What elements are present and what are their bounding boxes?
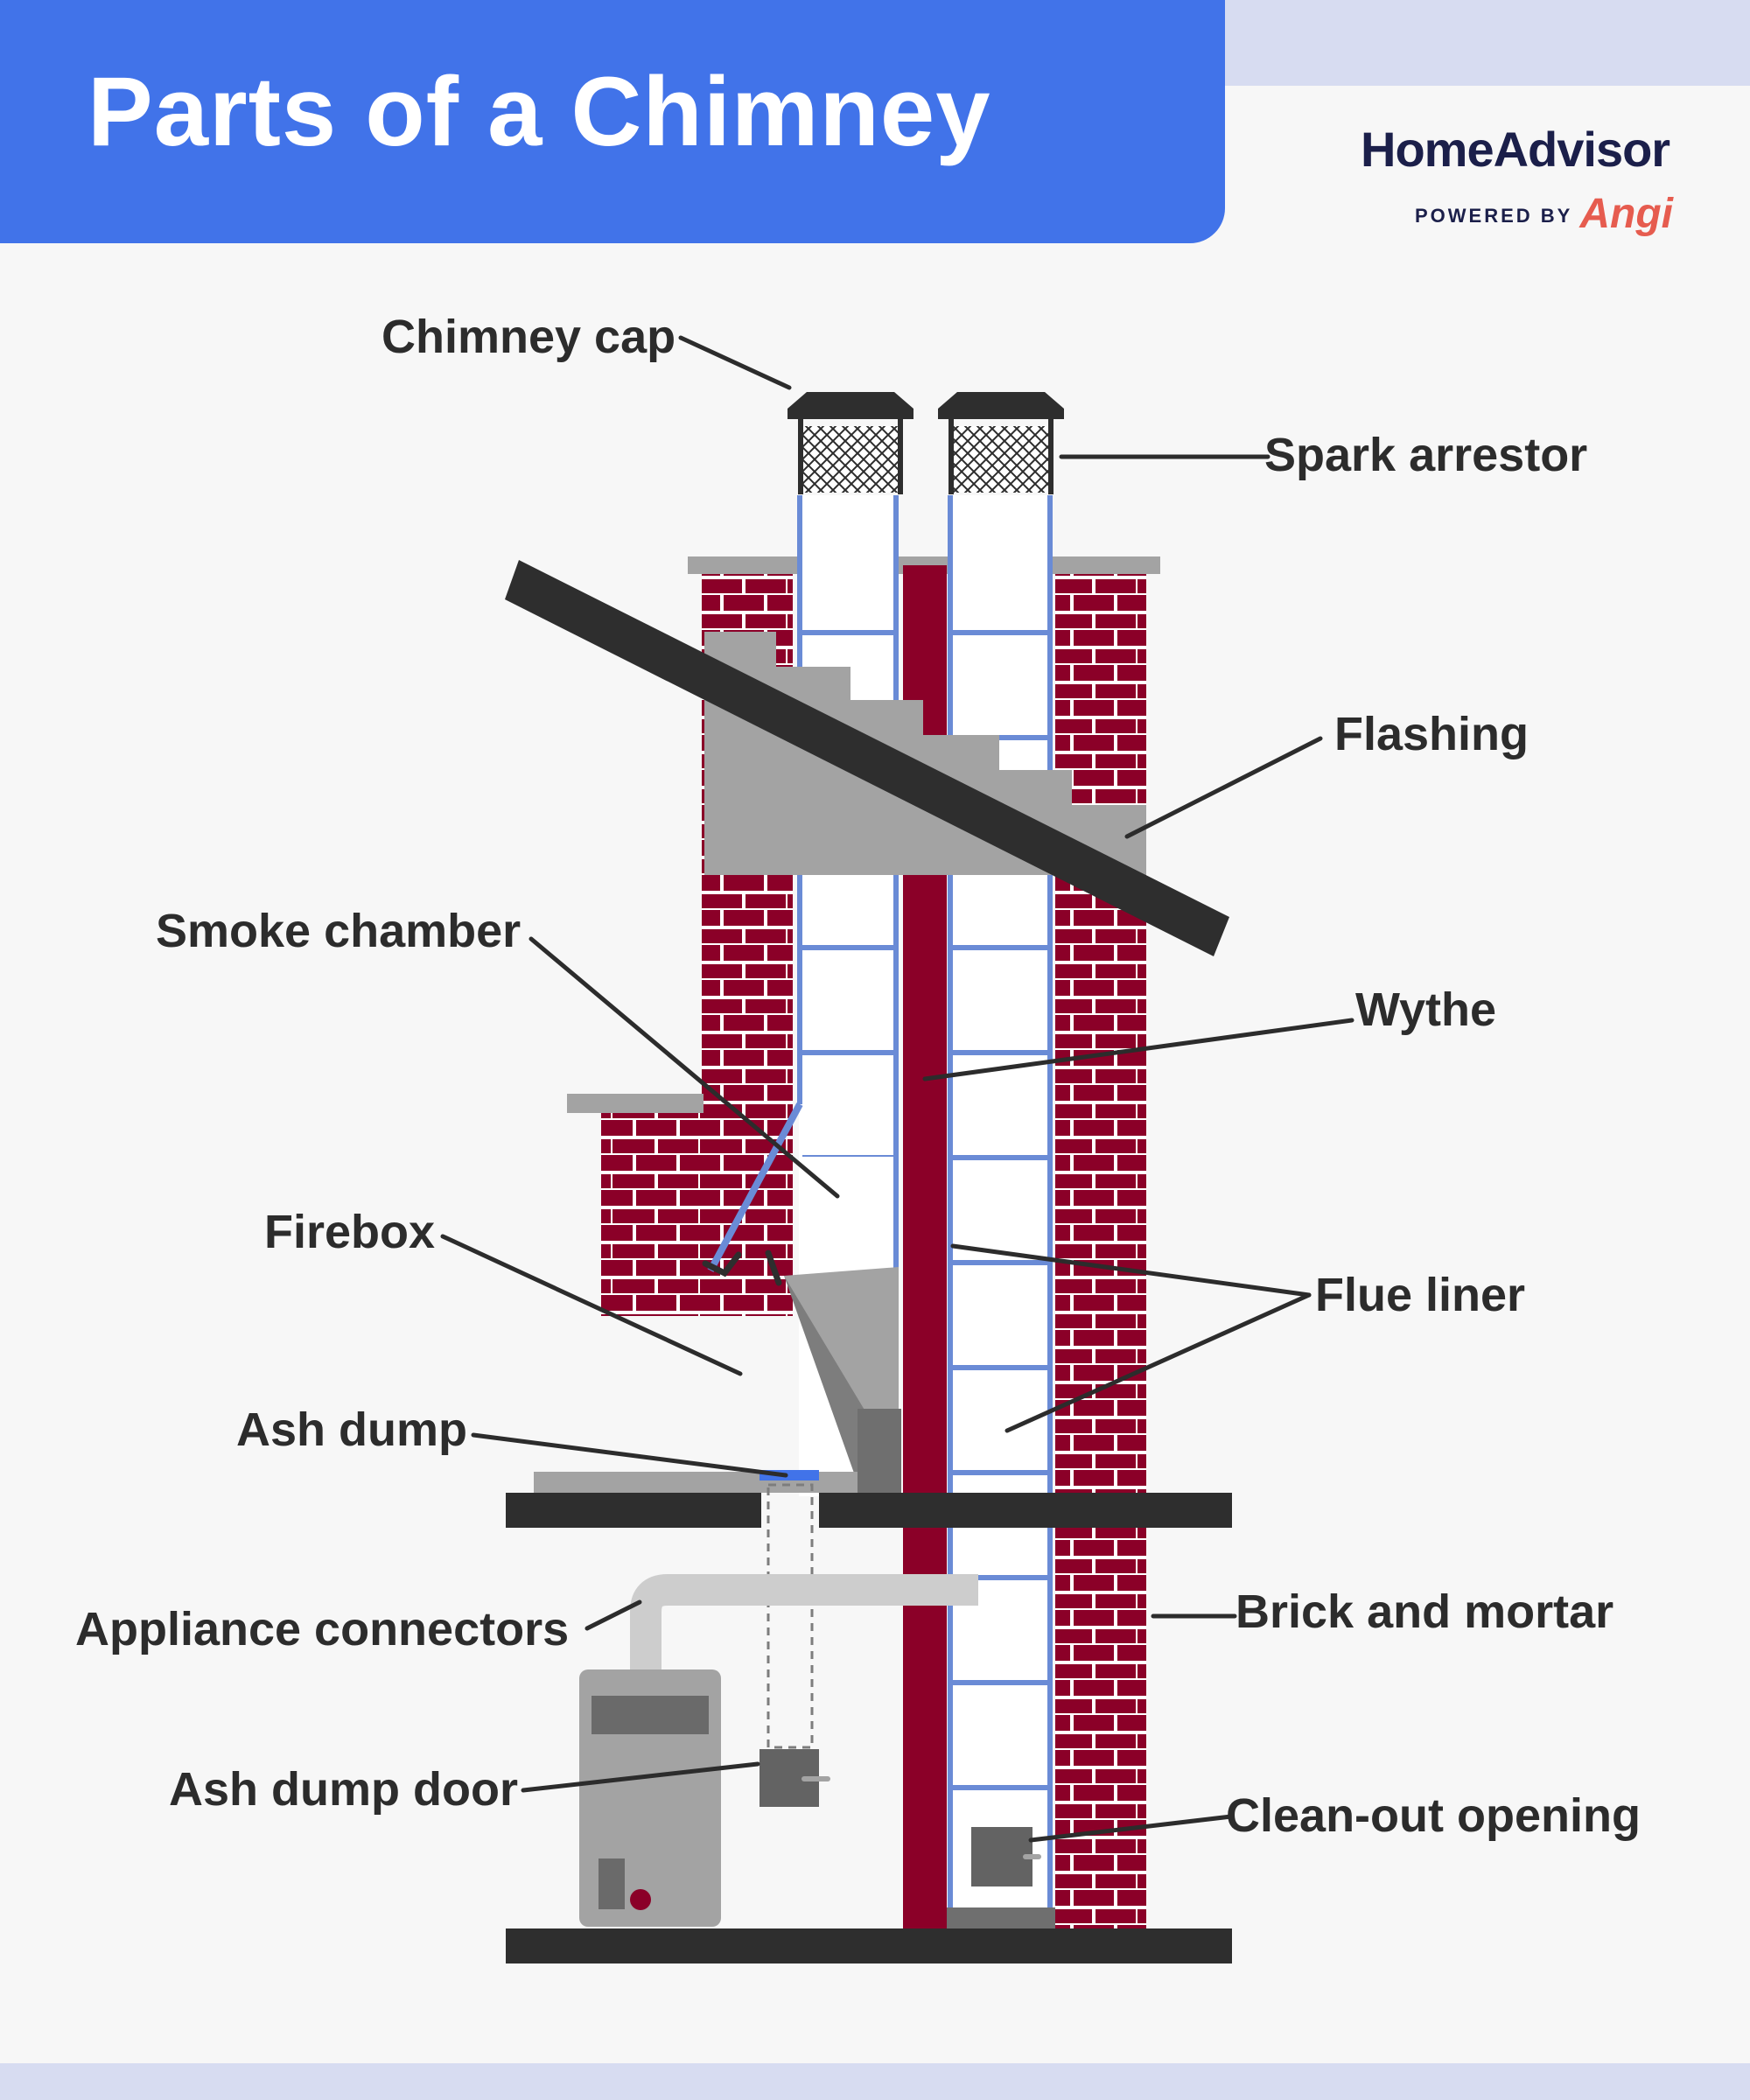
basement-floor <box>506 1928 1232 1964</box>
flue-liner-leader-upper <box>950 1243 1312 1298</box>
smoke-shelf-ledge <box>567 1094 704 1113</box>
chimney-cap-leader <box>678 335 792 390</box>
label-appliance-connectors: Appliance connectors <box>75 1603 569 1656</box>
ash-drop-shaft <box>766 1483 814 1749</box>
appliance-connectors-leader <box>584 1600 642 1631</box>
flue-liner-leader-lower <box>1004 1292 1312 1433</box>
brand-powered-by: POWERED BY <box>1415 205 1573 227</box>
label-ash-dump: Ash dump <box>236 1404 467 1456</box>
brand-tagline: POWERED BY Angi <box>1361 190 1673 238</box>
label-flue-liner: Flue liner <box>1315 1269 1525 1321</box>
flashing <box>704 632 1146 875</box>
label-clean-out-opening: Clean-out opening <box>1226 1789 1641 1842</box>
page-title: Parts of a Chimney <box>88 57 991 166</box>
appliance-connector-pipe <box>630 1574 978 1676</box>
label-smoke-chamber: Smoke chamber <box>156 905 521 957</box>
label-wythe: Wythe <box>1355 984 1496 1036</box>
bottom-accent-strip <box>0 2063 1750 2100</box>
label-chimney-cap: Chimney cap <box>382 311 676 363</box>
label-flashing: Flashing <box>1334 708 1529 760</box>
appliance-unit <box>579 1670 721 1927</box>
firebox-floor-right <box>819 1493 1232 1528</box>
wythe-leader <box>922 1018 1354 1082</box>
brand-partner-logo: Angi <box>1579 191 1673 237</box>
firebox-side-wall <box>858 1409 901 1493</box>
damper-left <box>702 1251 742 1278</box>
ash-dump-leader <box>471 1432 788 1478</box>
brand-logo: HomeAdvisor POWERED BY Angi <box>1361 121 1673 238</box>
spark-arrestor-left <box>798 419 903 494</box>
spark-arrestor-right <box>948 419 1054 494</box>
roof-line <box>505 560 1229 956</box>
firebox-floor-left <box>506 1493 761 1528</box>
damper-right <box>765 1250 782 1286</box>
label-spark-arrestor: Spark arrestor <box>1264 429 1587 481</box>
flue-base <box>947 1908 1055 1928</box>
label-brick-and-mortar: Brick and mortar <box>1236 1586 1614 1638</box>
firebox-leader <box>440 1234 743 1376</box>
label-ash-dump-door: Ash dump door <box>169 1763 518 1816</box>
title-banner: Parts of a Chimney <box>0 0 1225 243</box>
clean-out-opening-leader <box>1028 1814 1234 1843</box>
chimney-cap-left <box>788 392 914 419</box>
brand-name: HomeAdvisor <box>1361 122 1670 177</box>
leader-lines <box>440 335 1354 1843</box>
clean-out-opening <box>971 1827 1041 1886</box>
label-firebox: Firebox <box>264 1206 435 1258</box>
firebox-wall-shade <box>784 1276 868 1493</box>
ash-dump-door <box>760 1749 830 1807</box>
ash-dump-door-leader <box>521 1761 760 1793</box>
flashing-leader <box>1124 736 1323 839</box>
chimney-cap-right <box>938 392 1064 419</box>
smoke-chamber-leader <box>528 936 840 1199</box>
